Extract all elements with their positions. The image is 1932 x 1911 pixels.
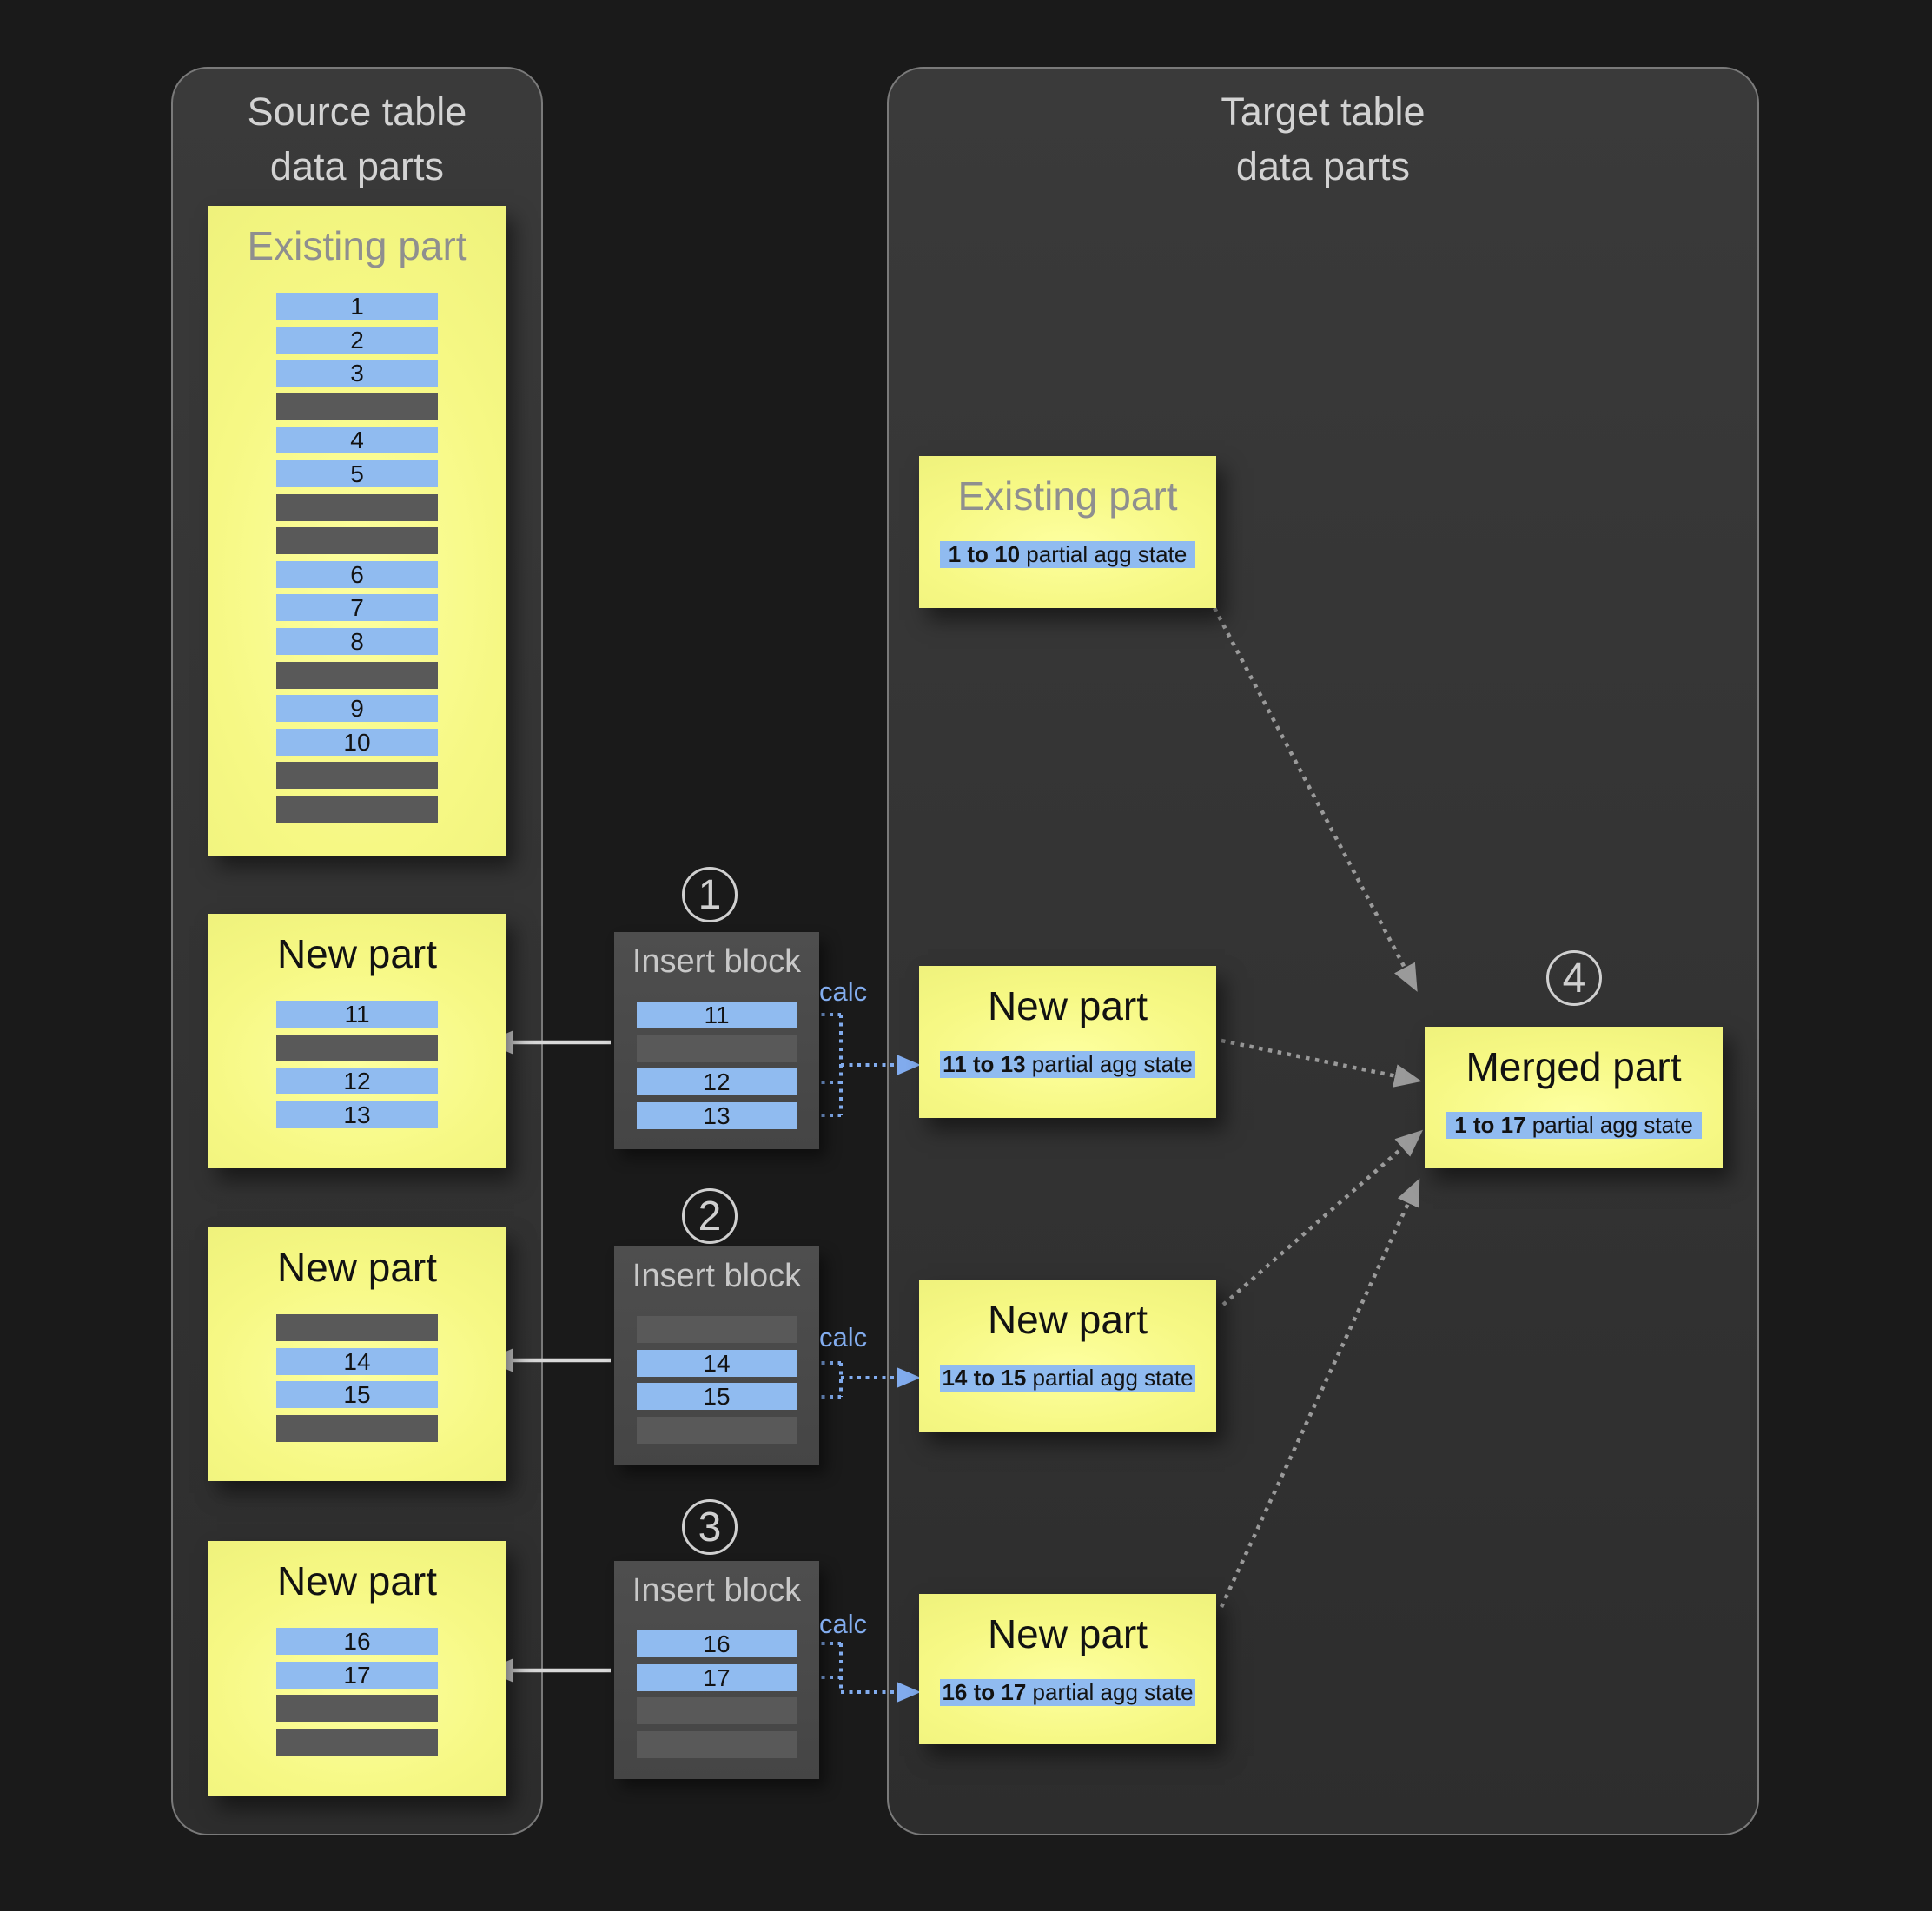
step-2-badge: 2 (682, 1188, 738, 1244)
calc-label-3: calc (819, 1609, 868, 1639)
part-row: 15 (276, 1381, 438, 1409)
calc-label-2: calc (819, 1322, 868, 1352)
insert-row: 11 (636, 1002, 797, 1028)
part-title: Existing part (247, 223, 467, 268)
source-new-part-3: New part 16 17 (208, 1541, 506, 1796)
calc-label-1: calc (819, 976, 868, 1007)
part-row: 13 (276, 1101, 438, 1128)
part-row (276, 762, 438, 790)
part-row: 8 (276, 627, 438, 655)
part-row (276, 1728, 438, 1756)
source-panel-title: Source table data parts (247, 89, 467, 188)
part-row: 17 (276, 1661, 438, 1689)
part-title: New part (987, 1611, 1148, 1656)
target-table-panel: Target table data parts (887, 67, 1759, 1835)
step-1-badge: 1 (682, 867, 738, 922)
part-title: New part (276, 1245, 438, 1290)
part-row (276, 493, 438, 521)
part-row (276, 1695, 438, 1723)
insert-row: 17 (636, 1663, 797, 1691)
insert-row: 16 (636, 1630, 797, 1657)
part-row: 12 (276, 1068, 438, 1095)
part-row (276, 527, 438, 555)
insert-block-title: Insert block (632, 943, 802, 980)
insert-block-1: Insert block 11 12 13 (614, 932, 819, 1149)
insert-row (636, 1316, 797, 1343)
insert-row: 13 (636, 1101, 797, 1129)
step-3-badge: 3 (682, 1499, 738, 1555)
insert-block-title: Insert block (632, 1572, 802, 1609)
part-row: 4 (276, 427, 438, 454)
part-rows: 16 17 (276, 1628, 438, 1756)
part-row: 3 (276, 360, 438, 387)
insert-row (636, 1416, 797, 1444)
part-rows: 14 15 (276, 1314, 438, 1442)
part-row (276, 393, 438, 420)
agg-range: 1 to 17 (1454, 1112, 1526, 1138)
agg-state-pill: 1 to 17 partial agg state (1446, 1112, 1702, 1139)
part-row: 6 (276, 560, 438, 588)
part-row: 1 (276, 293, 438, 320)
agg-state-pill: 14 to 15 partial agg state (940, 1365, 1195, 1392)
target-new-part-1: New part 11 to 13 partial agg state (919, 966, 1216, 1118)
insert-row: 12 (636, 1068, 797, 1096)
agg-state-pill: 16 to 17 partial agg state (940, 1679, 1195, 1706)
agg-state-label: partial agg state (1026, 1679, 1194, 1705)
insert-block-2: Insert block 14 15 (614, 1246, 819, 1465)
part-title: New part (276, 931, 438, 976)
agg-state-pill: 1 to 10 partial agg state (940, 541, 1195, 568)
insert-row: 15 (636, 1383, 797, 1411)
part-title: New part (987, 1297, 1148, 1342)
part-rows: 1 2 3 4 5 6 7 8 9 10 (276, 293, 438, 823)
target-panel-title: Target table data parts (1221, 89, 1426, 188)
target-new-part-3: New part 16 to 17 partial agg state (919, 1594, 1216, 1744)
source-existing-part: Existing part 1 2 3 4 5 6 7 8 9 10 (208, 206, 506, 856)
agg-range: 11 to 13 (943, 1051, 1026, 1077)
part-row (276, 795, 438, 823)
insert-row (636, 1035, 797, 1062)
part-row: 14 (276, 1347, 438, 1375)
insert-block-rows: 14 15 (636, 1316, 797, 1444)
part-row (276, 1314, 438, 1341)
insert-row (636, 1697, 797, 1725)
part-row (276, 1034, 438, 1061)
part-title: New part (276, 1558, 438, 1604)
agg-state-label: partial agg state (1026, 1365, 1194, 1391)
insert-block-rows: 16 17 (636, 1630, 797, 1758)
insert-row: 14 (636, 1349, 797, 1377)
part-row: 7 (276, 594, 438, 622)
part-row: 11 (276, 1001, 438, 1028)
target-existing-part: Existing part 1 to 10 partial agg state (919, 456, 1216, 608)
merged-part: Merged part 1 to 17 partial agg state (1425, 1027, 1723, 1168)
agg-state-label: partial agg state (1020, 541, 1188, 567)
insert-block-3: Insert block 16 17 (614, 1561, 819, 1779)
part-row: 16 (276, 1628, 438, 1655)
part-row (276, 661, 438, 689)
source-new-part-2: New part 14 15 (208, 1227, 506, 1481)
agg-range: 16 to 17 (942, 1679, 1027, 1705)
insert-block-title: Insert block (632, 1258, 802, 1294)
insert-row (636, 1730, 797, 1758)
insert-block-rows: 11 12 13 (636, 1002, 797, 1129)
part-row: 9 (276, 695, 438, 723)
part-row: 5 (276, 460, 438, 487)
agg-state-label: partial agg state (1525, 1112, 1693, 1138)
part-row: 10 (276, 728, 438, 756)
source-new-part-1: New part 11 12 13 (208, 914, 506, 1168)
agg-range: 1 to 10 (948, 541, 1021, 567)
step-4-badge: 4 (1546, 950, 1602, 1006)
target-new-part-2: New part 14 to 15 partial agg state (919, 1280, 1216, 1432)
part-rows: 11 12 13 (276, 1001, 438, 1128)
agg-state-pill: 11 to 13 partial agg state (940, 1051, 1195, 1078)
part-title: Merged part (1466, 1044, 1682, 1089)
part-title: Existing part (957, 473, 1178, 519)
part-row: 2 (276, 326, 438, 354)
agg-state-label: partial agg state (1025, 1051, 1193, 1077)
agg-range: 14 to 15 (942, 1365, 1027, 1391)
part-title: New part (987, 983, 1148, 1028)
part-row (276, 1414, 438, 1442)
